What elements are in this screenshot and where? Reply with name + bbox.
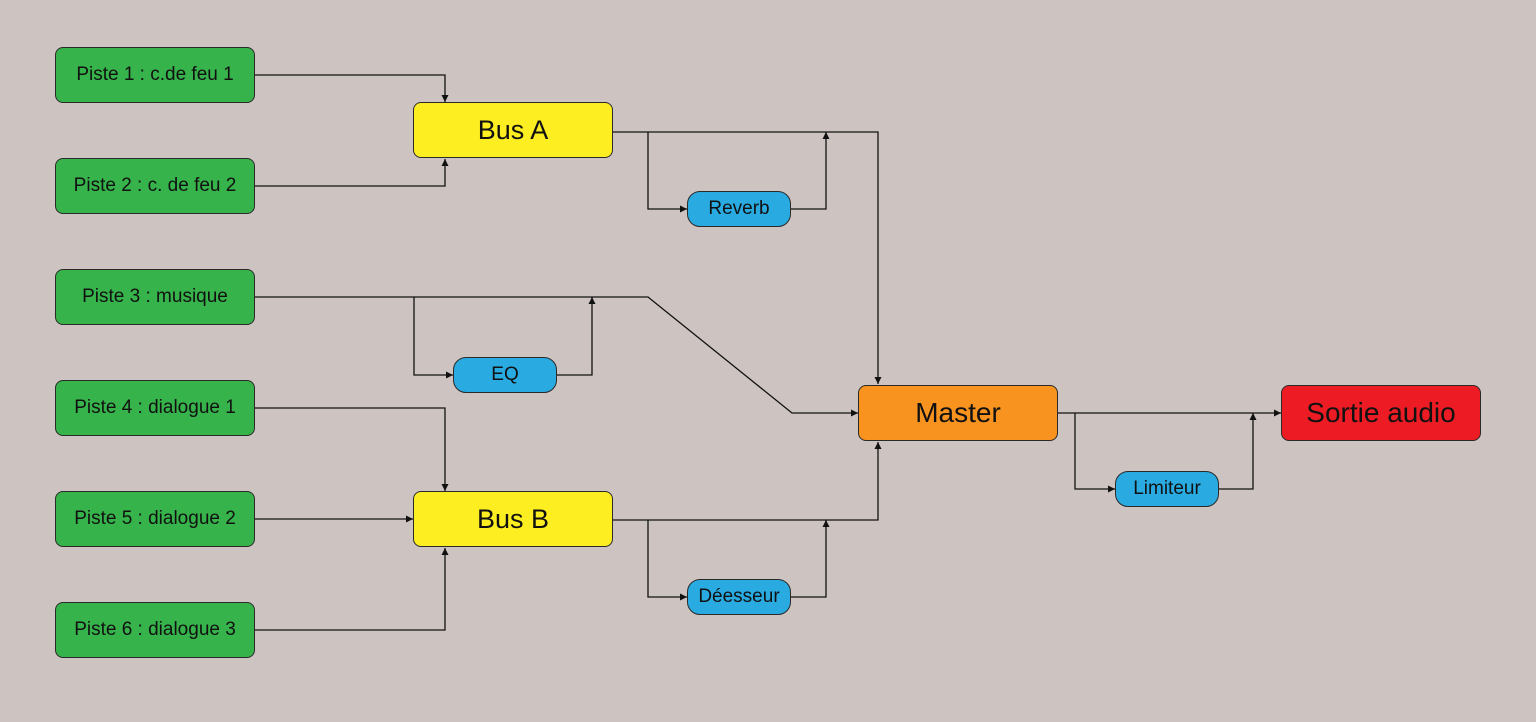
limiter-label: Limiteur — [1133, 478, 1201, 499]
track-4-label: Piste 4 : dialogue 1 — [74, 397, 236, 418]
bus-a-box[interactable]: Bus A — [413, 102, 613, 158]
wire-bus-a-to-reverb — [647, 132, 687, 213]
deesser-label: Déesseur — [698, 586, 780, 607]
track-2-box[interactable]: Piste 2 : c. de feu 2 — [55, 158, 255, 214]
wire-bus-b-to-master — [613, 442, 882, 521]
track-2-label: Piste 2 : c. de feu 2 — [73, 175, 237, 196]
track-6-label: Piste 6 : dialogue 3 — [74, 619, 236, 640]
wire-track1-to-bus-a — [254, 74, 449, 102]
master-box[interactable]: Master — [858, 385, 1058, 441]
wire-bus-a-to-master — [613, 131, 882, 384]
audio-output-label: Sortie audio — [1306, 397, 1456, 428]
track-3-label: Piste 3 : musique — [82, 286, 228, 307]
wire-bus-b-to-deesser — [647, 520, 687, 601]
wire-deesser-return — [791, 520, 830, 598]
eq-box[interactable]: EQ — [453, 357, 557, 393]
wire-master-to-limiter — [1074, 413, 1115, 493]
wire-eq-return — [557, 297, 596, 376]
track-4-box[interactable]: Piste 4 : dialogue 1 — [55, 380, 255, 436]
track-6-box[interactable]: Piste 6 : dialogue 3 — [55, 602, 255, 658]
wire-track6-to-bus-b — [254, 548, 449, 631]
wire-track3-to-eq — [413, 297, 453, 379]
wire-track4-to-bus-b — [254, 407, 449, 491]
master-label: Master — [915, 397, 1001, 428]
deesser-box[interactable]: Déesseur — [687, 579, 791, 615]
track-5-box[interactable]: Piste 5 : dialogue 2 — [55, 491, 255, 547]
bus-a-label: Bus A — [477, 114, 549, 145]
wire-track2-to-bus-a — [254, 159, 449, 187]
limiter-box[interactable]: Limiteur — [1115, 471, 1219, 507]
audio-output-box[interactable]: Sortie audio — [1281, 385, 1481, 441]
wire-reverb-return — [791, 132, 830, 210]
bus-b-label: Bus B — [476, 503, 550, 534]
reverb-box[interactable]: Reverb — [687, 191, 791, 227]
track-1-label: Piste 1 : c.de feu 1 — [76, 64, 234, 85]
wire-track3-to-master — [254, 296, 858, 417]
track-5-label: Piste 5 : dialogue 2 — [74, 508, 236, 529]
reverb-label: Reverb — [708, 198, 770, 219]
eq-label: EQ — [491, 364, 519, 385]
wire-limiter-return — [1219, 413, 1257, 490]
track-1-box[interactable]: Piste 1 : c.de feu 1 — [55, 47, 255, 103]
bus-b-box[interactable]: Bus B — [413, 491, 613, 547]
track-3-box[interactable]: Piste 3 : musique — [55, 269, 255, 325]
